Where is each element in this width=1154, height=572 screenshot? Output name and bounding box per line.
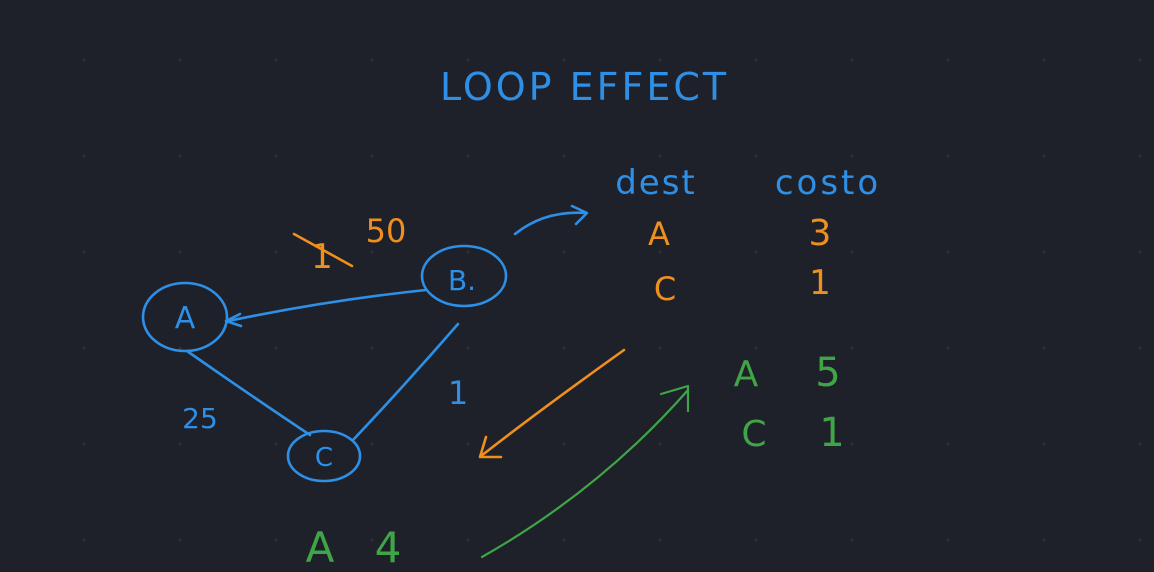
edge-a-b [226,288,428,323]
node-c-label: C [315,443,333,473]
arrow-b-to-table [513,211,588,236]
table-c-row-2-cost: 1 [819,410,844,456]
strikethrough-mark [292,232,354,268]
table-c-row-2-dest: C [741,414,766,455]
title: LOOP EFFECT [440,65,729,109]
table-b-row-1-cost: 3 [809,213,832,254]
node-c-circle [286,429,362,483]
table-c-row-1-cost: 5 [815,350,840,396]
arrow-update-to-b [480,388,690,559]
edge-a-c [185,349,312,437]
node-b-circle [420,244,508,308]
arrow-update-to-c-head [478,435,503,459]
arrow-update-to-c [479,348,626,458]
edge-a-b-new-weight: 50 [366,212,407,250]
edge-a-c-weight: 25 [182,402,218,435]
bottom-entry-dest: A [306,523,335,572]
node-b-label: B. [448,264,476,297]
table-b-row-2-cost: 1 [809,263,831,303]
bottom-entry-cost: 4 [375,523,402,572]
node-a-label: A [175,301,196,336]
table-b-header-dest: dest [615,163,697,203]
arrow-b-to-table-head [570,204,589,226]
table-b-row-1-dest: A [648,215,670,253]
edge-b-c-weight: 1 [448,374,468,412]
table-b-header-cost: costo [775,163,881,203]
node-a-circle [141,281,229,353]
edge-a-b-old-weight: 1 [311,237,333,277]
table-c-row-1-dest: A [734,354,759,395]
table-b-row-2-dest: C [654,270,676,308]
arrow-update-to-b-head [659,384,690,413]
edge-b-c [351,322,460,442]
